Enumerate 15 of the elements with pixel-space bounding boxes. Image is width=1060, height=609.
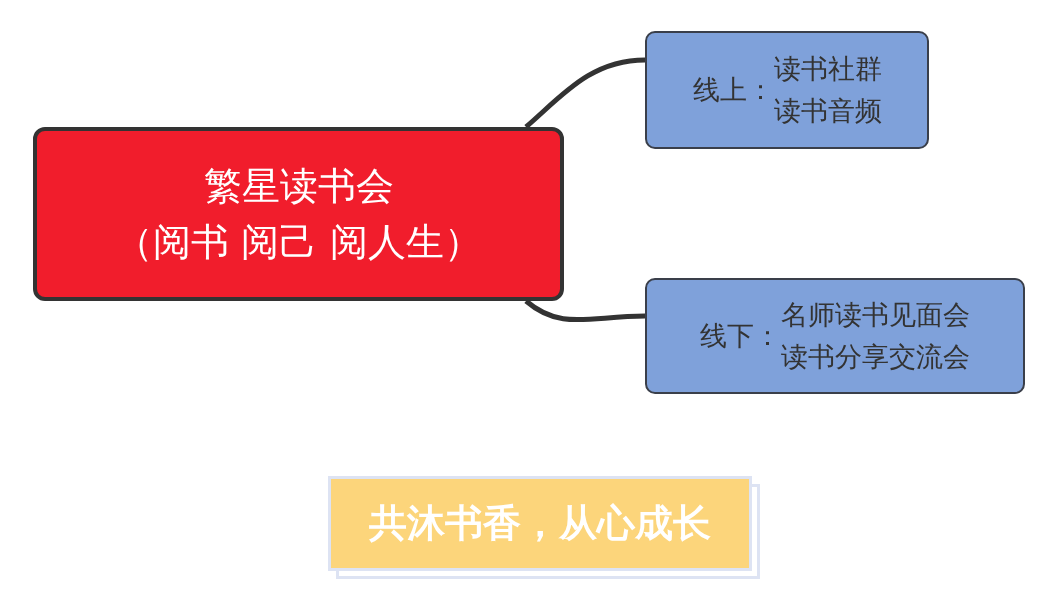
topic-title: 繁星读书会 — [203, 163, 394, 210]
connector-curve — [524, 299, 646, 323]
branch-item: 读书分享交流会 — [781, 340, 970, 374]
branch-heading: 线下： — [700, 319, 781, 353]
slogan-banner — [328, 476, 752, 571]
branch-item: 名师读书见面会 — [781, 298, 970, 332]
branch-box — [645, 278, 1025, 394]
branch-item: 读书音频 — [773, 94, 882, 128]
topic-subtitle: （阅书 阅己 阅人生） — [115, 219, 482, 266]
branch-item: 读书社群 — [773, 52, 882, 86]
branch-box — [645, 31, 929, 149]
connector-curve — [524, 57, 646, 129]
slogan-text: 共沐书香，从心成长 — [369, 500, 711, 547]
branch-heading: 线上： — [692, 73, 774, 107]
topic-box — [33, 127, 564, 301]
